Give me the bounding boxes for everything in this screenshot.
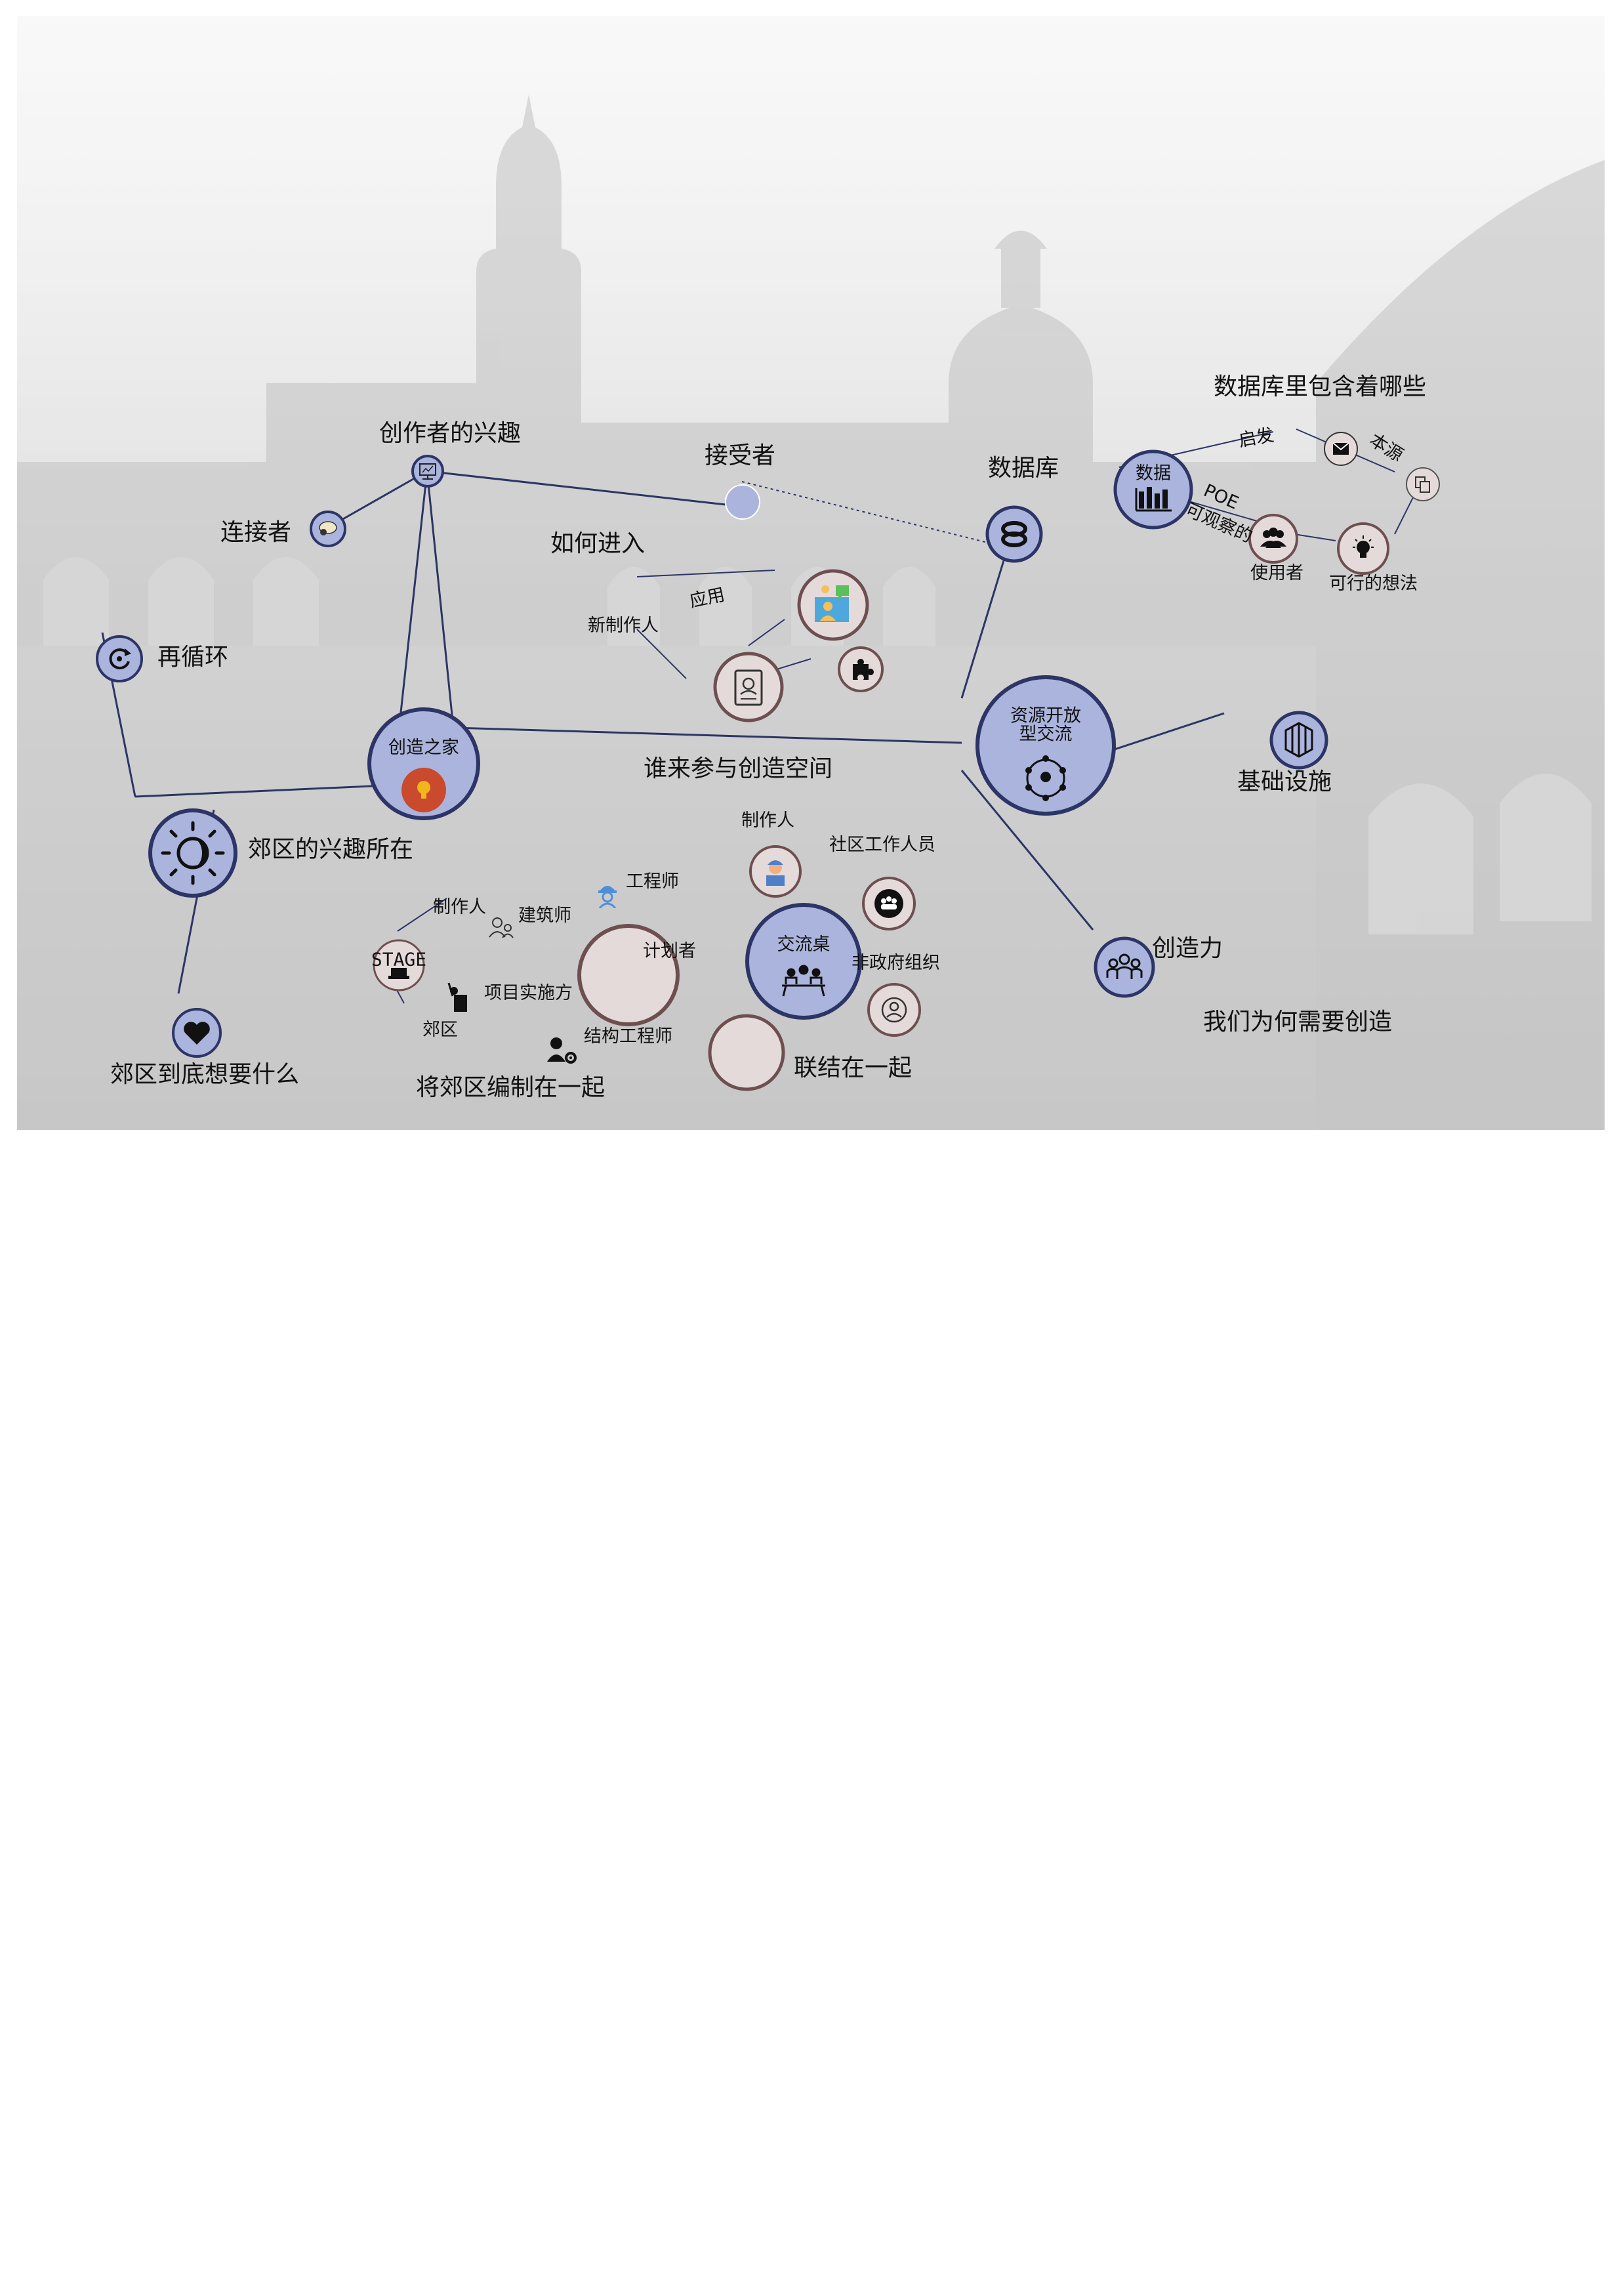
copy-icon bbox=[1406, 467, 1440, 501]
node-apply[interactable] bbox=[796, 568, 870, 642]
node-receiver[interactable] bbox=[724, 484, 761, 520]
label-engineer: 工程师 bbox=[626, 871, 679, 892]
label-creation-home: 创造之家 bbox=[388, 737, 459, 758]
recycle-icon bbox=[96, 635, 143, 682]
label-architect: 建筑师 bbox=[518, 906, 571, 926]
label-planner: 计划者 bbox=[643, 941, 696, 961]
node-feasible[interactable] bbox=[1336, 521, 1391, 576]
team-icon bbox=[1094, 936, 1155, 998]
label-database: 数据库 bbox=[988, 455, 1059, 482]
label-suburb-want: 郊区到底想要什么 bbox=[110, 1061, 300, 1088]
lightbulb-icon bbox=[367, 707, 480, 820]
node-suburb-want[interactable] bbox=[171, 1007, 223, 1059]
label-maker-left: 制作人 bbox=[433, 897, 486, 917]
label-suburb: 郊区 bbox=[422, 1020, 458, 1040]
label-create-interest: 创作者的兴趣 bbox=[379, 420, 522, 447]
label-user: 使用者 bbox=[1250, 563, 1303, 583]
label-recycle: 再循环 bbox=[157, 644, 229, 671]
monitor-icon bbox=[411, 455, 444, 488]
background-architecture bbox=[17, 16, 1605, 1130]
node-connector[interactable] bbox=[309, 510, 347, 548]
label-exchange-table: 交流桌 bbox=[777, 934, 831, 955]
bar-chart-icon bbox=[1113, 449, 1193, 530]
node-stage[interactable]: STAGE bbox=[371, 938, 426, 993]
node-social-worker[interactable] bbox=[861, 875, 917, 932]
label-receiver: 接受者 bbox=[705, 442, 776, 469]
bulb-gear-icon bbox=[1337, 522, 1389, 575]
label-data: 数据 bbox=[1136, 463, 1171, 484]
label-social-worker: 社区工作人员 bbox=[829, 835, 935, 855]
diagram-panel: 数据 创造之家 资源开放 型交流 bbox=[17, 16, 1605, 1130]
user-outline-icon bbox=[489, 917, 514, 938]
label-why-create: 我们为何需要创造 bbox=[1203, 1009, 1393, 1035]
label-structural-engineer: 结构工程师 bbox=[584, 1026, 672, 1047]
label-creativity: 创造力 bbox=[1152, 935, 1223, 962]
community-icon bbox=[862, 877, 916, 930]
puzzle-icon bbox=[838, 646, 884, 692]
node-database[interactable] bbox=[985, 505, 1044, 564]
node-exchange-table[interactable]: 交流桌 bbox=[744, 902, 863, 1021]
node-puzzle[interactable] bbox=[837, 646, 884, 693]
node-creation-home[interactable]: 创造之家 bbox=[366, 706, 482, 822]
label-open-exchange: 资源开放 型交流 bbox=[1010, 705, 1081, 745]
label-connector: 连接者 bbox=[220, 519, 292, 546]
node-recycle[interactable] bbox=[94, 634, 144, 684]
stage-icon bbox=[373, 939, 425, 991]
node-create-interest[interactable] bbox=[411, 454, 445, 488]
label-maker-top: 制作人 bbox=[741, 810, 794, 831]
heart-icon bbox=[172, 1008, 222, 1058]
label-infrastructure: 基础设施 bbox=[1237, 768, 1332, 795]
node-infrastructure[interactable] bbox=[1269, 710, 1329, 770]
node-user[interactable] bbox=[1247, 512, 1300, 565]
people-group-icon bbox=[1248, 514, 1298, 564]
node-planner[interactable] bbox=[576, 923, 681, 1028]
user-gear-icon bbox=[547, 1037, 577, 1064]
network-bulb-icon bbox=[975, 675, 1116, 816]
speech-bubble-icon bbox=[310, 511, 346, 547]
label-implementer: 项目实施方 bbox=[484, 983, 573, 1003]
person-circle-icon bbox=[867, 983, 921, 1037]
node-maker-top[interactable] bbox=[748, 844, 803, 899]
video-call-icon bbox=[797, 569, 869, 641]
id-card-icon bbox=[713, 652, 784, 722]
node-link-together[interactable] bbox=[707, 1013, 786, 1092]
label-stage: STAGE bbox=[371, 948, 427, 971]
worker-icon bbox=[749, 845, 802, 898]
building-blocks-icon bbox=[1269, 711, 1328, 770]
database-ring-icon bbox=[985, 505, 1043, 563]
node-open-exchange[interactable]: 资源开放 型交流 bbox=[974, 673, 1118, 818]
label-weave-suburb: 将郊区编制在一起 bbox=[416, 1074, 605, 1101]
helmet-engineer-icon bbox=[598, 886, 617, 908]
node-creativity[interactable] bbox=[1093, 936, 1156, 999]
node-ngo[interactable] bbox=[866, 982, 922, 1038]
label-db-contents: 数据库里包含着哪些 bbox=[1214, 373, 1427, 400]
label-who-participates: 谁来参与创造空间 bbox=[644, 755, 833, 782]
label-how-enter: 如何进入 bbox=[550, 530, 646, 557]
label-new-maker: 新制作人 bbox=[588, 616, 659, 636]
node-inspire[interactable] bbox=[1323, 430, 1359, 467]
label-link-together: 联结在一起 bbox=[794, 1054, 913, 1081]
label-ngo: 非政府组织 bbox=[852, 953, 940, 973]
envelope-icon bbox=[1324, 432, 1358, 466]
node-suburb-interest[interactable] bbox=[147, 807, 239, 899]
node-origin[interactable] bbox=[1405, 466, 1441, 503]
node-new-maker[interactable] bbox=[712, 651, 785, 723]
sun-moon-icon bbox=[148, 808, 237, 898]
label-feasible: 可行的想法 bbox=[1329, 574, 1418, 594]
node-data[interactable]: 数据 bbox=[1113, 449, 1194, 530]
label-suburb-interest: 郊区的兴趣所在 bbox=[248, 836, 414, 863]
presenter-icon bbox=[447, 982, 467, 1012]
meeting-table-icon bbox=[745, 903, 862, 1020]
